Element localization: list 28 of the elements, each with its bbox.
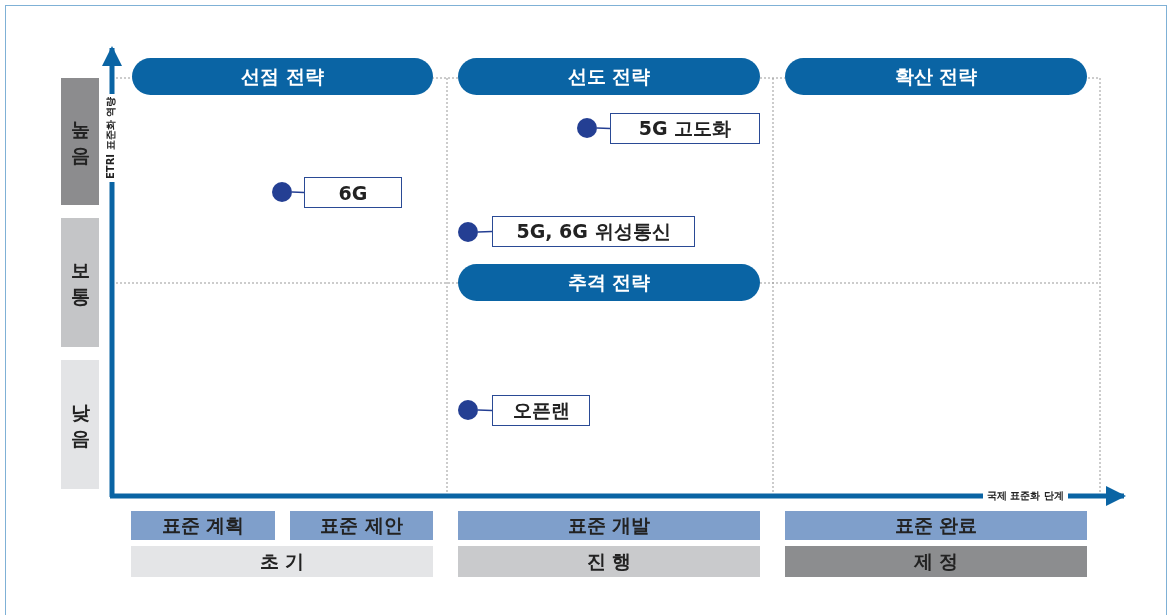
item-box: 6G [304,177,402,208]
axis-title: 국제 표준화 단계 [983,489,1068,503]
level-band: 높음 [61,78,99,205]
item-box: 5G, 6G 위성통신 [492,216,695,247]
phase-bar: 초 기 [131,546,433,577]
stage-bar: 표준 개발 [458,511,760,540]
stage-bar: 표준 계획 [131,511,275,540]
level-band: 보통 [61,218,99,347]
connector-line [477,230,493,233]
item-box: 5G 고도화 [610,113,760,144]
level-band: 낮음 [61,360,99,489]
phase-bar: 진 행 [458,546,760,577]
strategy-pill: 추격 전략 [458,264,760,301]
item-box: 오픈랜 [492,395,590,426]
stage-bar: 표준 제안 [290,511,433,540]
connector-line [291,191,305,194]
stage-bar: 표준 완료 [785,511,1087,540]
axis-title: ETRI 표준화 역량 [104,93,118,182]
connector-line [596,127,611,130]
strategy-pill: 선점 전략 [132,58,433,95]
phase-bar: 제 정 [785,546,1087,577]
connector-line [477,409,493,412]
strategy-pill: 확산 전략 [785,58,1087,95]
marker-dot [458,222,478,242]
strategy-pill: 선도 전략 [458,58,760,95]
marker-dot [458,400,478,420]
marker-dot [272,182,292,202]
marker-dot [577,118,597,138]
